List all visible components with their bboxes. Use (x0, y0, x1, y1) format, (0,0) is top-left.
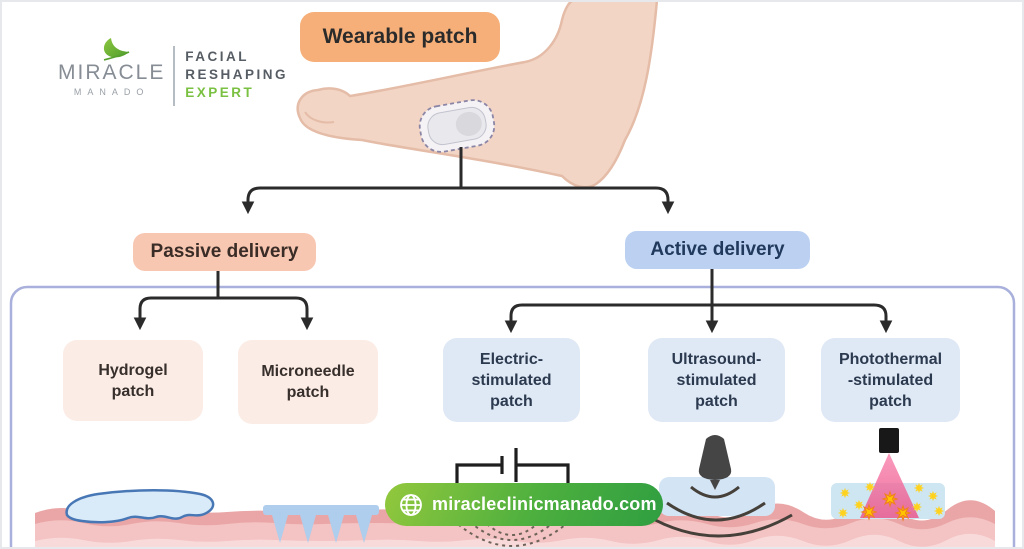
wearable-patch-illustration (418, 99, 496, 153)
battery-circuit-icon (455, 448, 570, 486)
website-link-pill[interactable]: miracleclinicmanado.com (385, 483, 663, 526)
ultrasound-waves (645, 485, 793, 538)
node-passive-delivery: Passive delivery (133, 233, 316, 271)
electric-field-lines (452, 519, 572, 547)
ultrasound-transducer-icon (698, 435, 732, 480)
photothermal-illustration (831, 428, 947, 524)
node-microneedle-patch: Microneedle patch (238, 340, 378, 424)
clinic-logo: MIRACLE MANADO FACIAL RESHAPING EXPERT (58, 36, 288, 120)
ultrasound-illustration (645, 435, 793, 538)
logo-divider (173, 46, 176, 106)
logo-brand-text: MIRACLE (58, 61, 166, 84)
passive-branch (133, 296, 314, 331)
light-source-icon (879, 428, 899, 453)
tree-connectors (133, 147, 893, 334)
arm-illustration (296, 0, 659, 189)
node-electric-stimulated-patch: Electric- stimulated patch (443, 338, 580, 422)
node-wearable-patch: Wearable patch (300, 12, 500, 62)
delivery-panel-border (9, 285, 1016, 549)
leaf-icon (103, 38, 130, 61)
photothermal-beam (860, 453, 919, 518)
logo-tagline: FACIAL RESHAPING EXPERT (185, 36, 288, 120)
root-branch (241, 186, 675, 215)
hydrogel-patch-illustration (65, 489, 215, 524)
node-hydrogel-patch: Hydrogel patch (63, 340, 203, 421)
node-ultrasound-stimulated-patch: Ultrasound- stimulated patch (648, 338, 785, 422)
active-branch (504, 303, 893, 334)
tagline-line-1: FACIAL (185, 49, 249, 64)
node-photothermal-stimulated-patch: Photothermal -stimulated patch (821, 338, 960, 422)
logo-wordmark: MIRACLE MANADO (58, 36, 165, 120)
node-active-delivery: Active delivery (625, 231, 810, 269)
tagline-line-3: EXPERT (185, 85, 255, 100)
logo-location-text: MANADO (73, 87, 150, 97)
globe-icon (400, 493, 422, 516)
website-url: miracleclinicmanado.com (432, 494, 657, 514)
microneedle-patch-illustration (263, 505, 379, 543)
tagline-line-2: RESHAPING (185, 67, 288, 82)
